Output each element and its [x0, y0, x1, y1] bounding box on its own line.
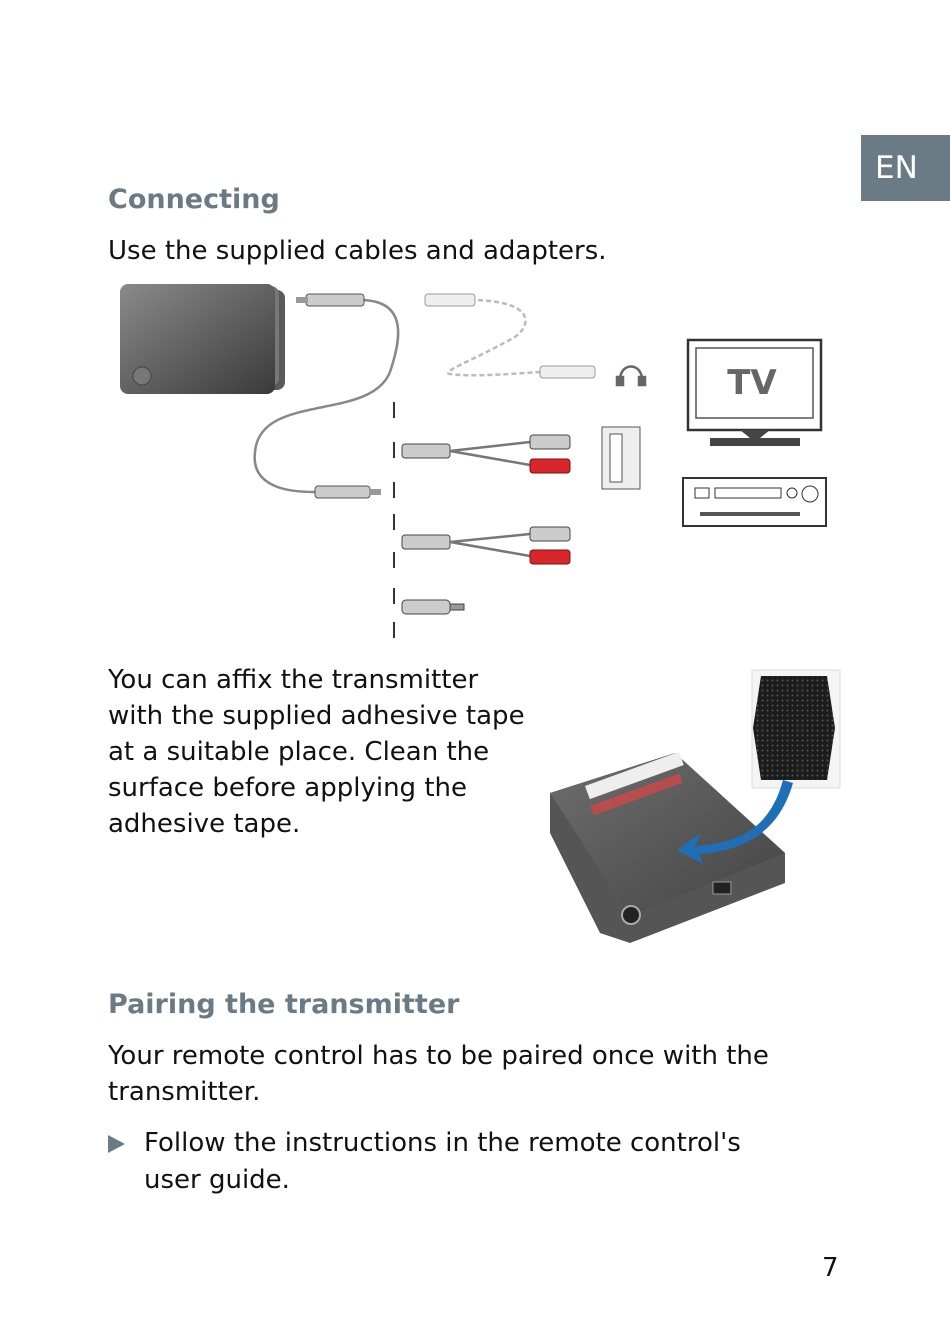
arrow-icon [677, 780, 793, 864]
rca-cable-icon [401, 434, 571, 474]
tv-icon: TV [686, 338, 823, 446]
rca-cable-icon-2 [401, 526, 571, 565]
velcro-tape-icon [751, 669, 841, 789]
jack-adapter-icon [401, 599, 465, 615]
bullet-line-1: Follow the instructions in the remote co… [144, 1128, 741, 1158]
affix-line-5: adhesive tape. [108, 809, 301, 839]
page-number: 7 [822, 1253, 839, 1283]
tv-label: TV [727, 363, 777, 403]
stereo-receiver-icon [682, 477, 827, 527]
affix-line-3: at a suitable place. Clean the [108, 737, 490, 767]
headphones-icon [615, 365, 647, 387]
connecting-intro: Use the supplied cables and adapters. [108, 236, 607, 266]
triangle-bullet-icon [108, 1135, 125, 1153]
transmitter-icon [120, 284, 285, 394]
adhesive-tape-illustration [550, 669, 841, 943]
headphone-cable-icon [446, 298, 541, 377]
affix-line-2: with the supplied adhesive tape [108, 701, 525, 731]
bullet-line-2: user guide. [144, 1164, 290, 1195]
pairing-line-2: transmitter. [108, 1077, 261, 1107]
affix-line-1: You can affix the transmitter [108, 665, 479, 695]
transmitter-underside-icon [550, 751, 785, 943]
jack-cable-icon [253, 298, 400, 494]
language-tab: EN [861, 135, 950, 201]
pairing-line-1: Your remote control has to be paired onc… [108, 1041, 769, 1071]
section-heading-connecting: Connecting [108, 184, 280, 215]
section-heading-pairing: Pairing the transmitter [108, 989, 460, 1020]
scart-adapter-icon [601, 426, 641, 490]
affix-line-4: surface before applying the [108, 773, 467, 803]
cable-illustration: TV [120, 284, 827, 638]
